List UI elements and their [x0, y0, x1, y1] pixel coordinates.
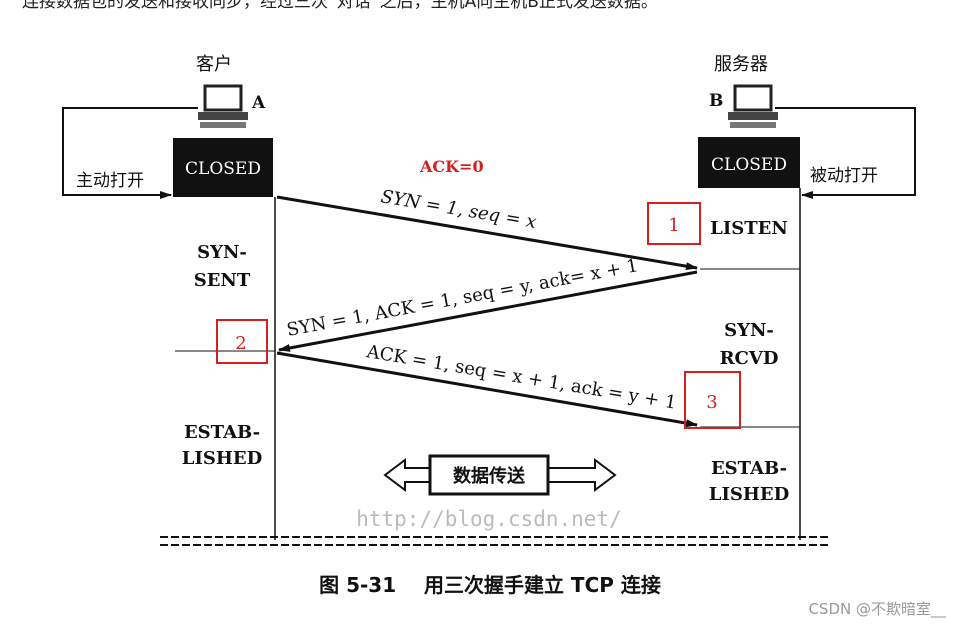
csdn-watermark: CSDN @不欺暗室__: [808, 600, 946, 618]
server-computer-icon: [728, 84, 778, 128]
server-open-loop: [775, 107, 916, 199]
server-closed-label: CLOSED: [711, 155, 787, 175]
ack-zero-annotation: ACK=0: [419, 157, 484, 176]
data-transfer-box: [428, 454, 550, 496]
message-label-2: SYN = 1, ACK = 1, seq = y, ack= x + 1: [285, 255, 640, 341]
client-state-syn-sent-2: SENT: [194, 270, 251, 291]
server-state-syn-rcvd-2: RCVD: [720, 348, 779, 369]
message-arrow-2: [278, 270, 698, 352]
figure-caption: 图 5-31 用三次握手建立 TCP 连接: [319, 573, 661, 597]
client-host-label: A: [251, 93, 266, 113]
step-marker-2-box: [216, 319, 268, 364]
message-arrow-3: [276, 351, 698, 428]
message-arrow-1: [276, 195, 698, 271]
url-watermark: http://blog.csdn.net/: [356, 507, 622, 531]
client-closed-label: CLOSED: [185, 159, 261, 179]
client-state-established-2: LISHED: [182, 448, 262, 469]
client-open-loop: [62, 107, 198, 199]
message-label-1: SYN = 1, seq = x: [379, 186, 538, 233]
data-transfer-label: 数据传送: [453, 465, 526, 487]
step-marker-2: 2: [235, 333, 246, 354]
intro-text: 连接数据包的发送和接收同步，经过三次“对话”之后，主机A向主机B正式发送数据。: [22, 0, 658, 12]
server-state-established-1: ESTAB-: [711, 458, 787, 479]
server-closed-box: [698, 137, 800, 188]
step-marker-3-box: [684, 371, 741, 429]
client-title: 客户: [196, 54, 232, 75]
client-computer-icon: [198, 84, 248, 128]
client-state-syn-sent-1: SYN-: [197, 242, 247, 263]
client-state-established-1: ESTAB-: [184, 422, 260, 443]
server-host-label: B: [709, 91, 723, 111]
server-open-label: 被动打开: [810, 166, 878, 186]
step-marker-1-box: [647, 202, 701, 245]
server-state-established-2: LISHED: [709, 484, 789, 505]
client-open-label: 主动打开: [76, 171, 144, 191]
step-marker-3: 3: [706, 392, 717, 413]
server-state-listen: LISTEN: [710, 218, 788, 239]
client-closed-box: [173, 138, 273, 197]
step-marker-1: 1: [668, 215, 679, 236]
server-state-syn-rcvd-1: SYN-: [724, 320, 774, 341]
server-title: 服务器: [714, 54, 768, 75]
